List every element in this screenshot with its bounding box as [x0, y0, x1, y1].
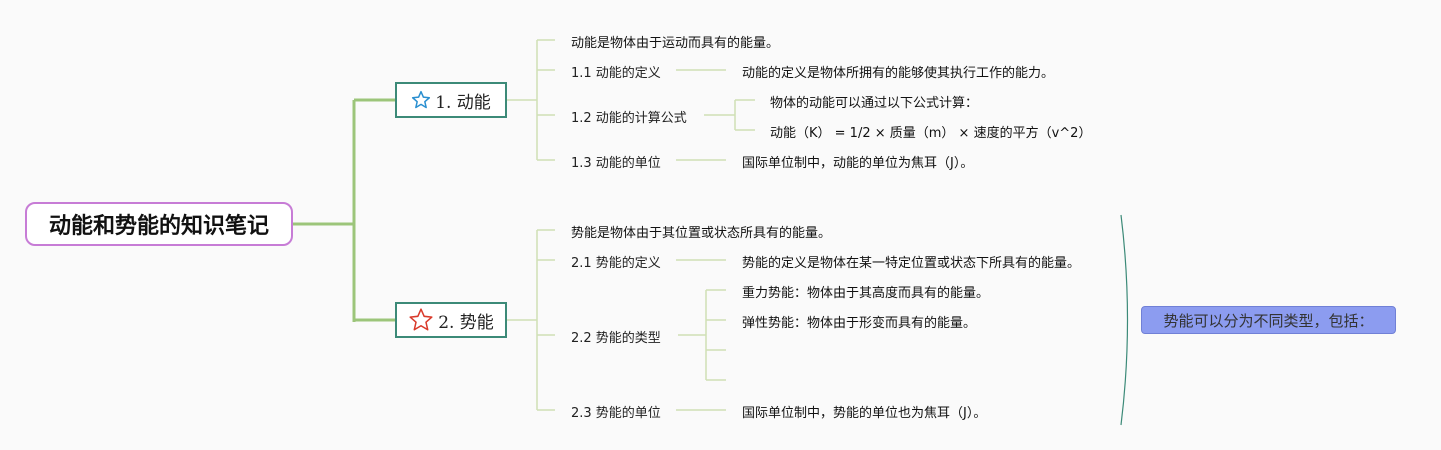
summary-callout[interactable]: 势能可以分为不同类型，包括： — [1141, 306, 1396, 334]
star-icon — [409, 308, 433, 331]
root-title: 动能和势能的知识笔记 — [48, 214, 269, 239]
root-topic[interactable]: 动能和势能的知识笔记 — [25, 202, 293, 246]
kinetic-intro[interactable]: 动能是物体由于运动而具有的能量。 — [571, 36, 780, 51]
potential-definition-topic[interactable]: 2.1 势能的定义 — [571, 256, 661, 271]
branch-1-connectors — [505, 39, 755, 161]
kinetic-formula-intro[interactable]: 物体的动能可以通过以下公式计算： — [770, 96, 979, 111]
elastic-potential-detail[interactable]: 弹性势能：物体由于形变而具有的能量。 — [742, 316, 977, 331]
potential-intro[interactable]: 势能是物体由于其位置或状态所具有的能量。 — [571, 226, 832, 241]
potential-unit-detail[interactable]: 国际单位制中，势能的单位也为焦耳（J）。 — [742, 406, 987, 421]
branch-potential-energy[interactable]: 2. 势能 — [395, 302, 507, 338]
potential-unit-topic[interactable]: 2.3 势能的单位 — [571, 406, 661, 421]
branch-label: 1. 动能 — [435, 92, 491, 113]
potential-types-topic[interactable]: 2.2 势能的类型 — [571, 331, 661, 346]
kinetic-formula-topic[interactable]: 1.2 动能的计算公式 — [571, 111, 687, 126]
kinetic-unit-detail[interactable]: 国际单位制中，动能的单位为焦耳（J）。 — [742, 156, 974, 171]
gravitational-potential-detail[interactable]: 重力势能：物体由于其高度而具有的能量。 — [742, 286, 990, 301]
branch-label: 2. 势能 — [438, 312, 494, 333]
potential-definition-detail[interactable]: 势能的定义是物体在某一特定位置或状态下所具有的能量。 — [742, 256, 1081, 271]
branch-2-connectors — [505, 229, 726, 411]
kinetic-definition-topic[interactable]: 1.1 动能的定义 — [571, 66, 661, 81]
kinetic-definition-detail[interactable]: 动能的定义是物体所拥有的能够使其执行工作的能力。 — [742, 66, 1055, 81]
star-icon — [412, 90, 431, 109]
kinetic-unit-topic[interactable]: 1.3 动能的单位 — [571, 156, 661, 171]
kinetic-formula-expression[interactable]: 动能（K） = 1/2 × 质量（m） × 速度的平方（v^2） — [770, 126, 1092, 141]
summary-bracket — [1120, 214, 1129, 426]
root-connector — [293, 98, 396, 322]
summary-text: 势能可以分为不同类型，包括： — [1163, 311, 1374, 330]
branch-kinetic-energy[interactable]: 1. 动能 — [395, 82, 507, 118]
